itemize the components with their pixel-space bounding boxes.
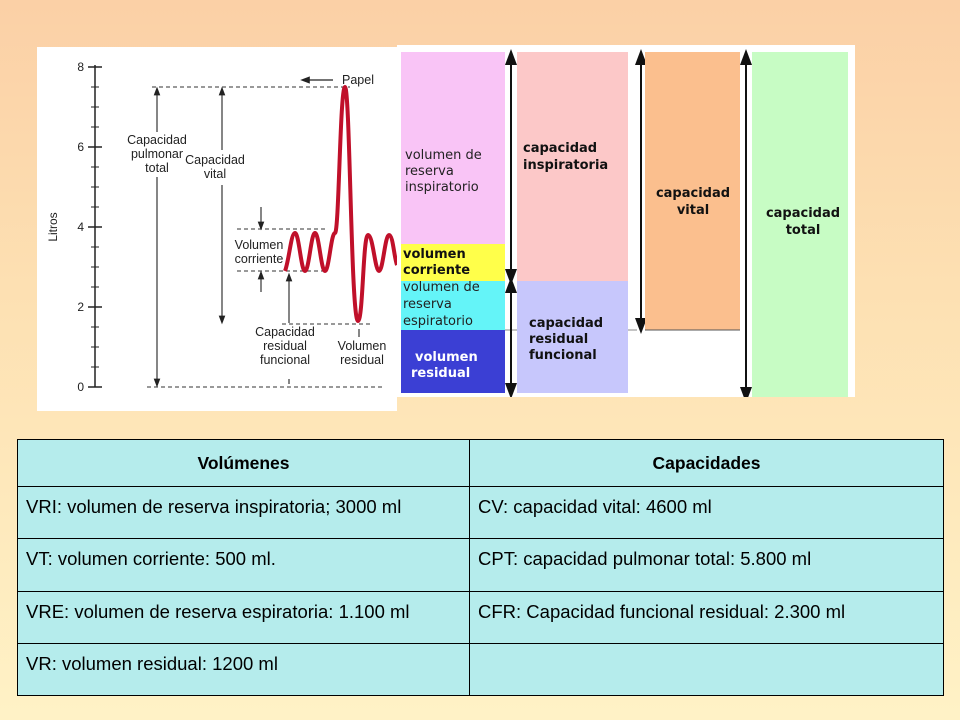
- y-tick-2: 2: [77, 300, 84, 314]
- y-tick-6: 6: [77, 140, 84, 154]
- vc-label: volumen corriente: [403, 247, 470, 278]
- spirogram-svg: 0 2 4 6 8 Litros Papel Capacidad pulmona…: [46, 60, 397, 394]
- table-cell: VRE: volumen de reserva espiratoria: 1.1…: [17, 590, 470, 644]
- header-capacidades: Capacidades: [469, 439, 944, 487]
- table-cell: CFR: Capacidad funcional residual: 2.300…: [469, 590, 944, 644]
- y-axis-label: Litros: [46, 212, 60, 241]
- table-row: VT: volumen corriente: 500 ml. CPT: capa…: [17, 538, 944, 592]
- svg-text:Volumen: Volumen: [338, 339, 387, 353]
- svg-text:inspiratorio: inspiratorio: [405, 180, 479, 195]
- volumes-table-container: Volúmenes Capacidades VRI: volumen de re…: [17, 439, 944, 697]
- table-cell: [469, 642, 944, 697]
- svg-text:Capacidad: Capacidad: [127, 133, 187, 147]
- reference-lines: [147, 86, 382, 388]
- svg-text:corriente: corriente: [235, 252, 284, 266]
- table-row: VRE: volumen de reserva espiratoria: 1.1…: [17, 590, 944, 644]
- table-cell: VRI: volumen de reserva inspiratoria; 30…: [17, 485, 470, 540]
- lung-volumes-diagram: volumen de reserva inspiratorio volumen …: [397, 45, 855, 397]
- ct-block: [752, 52, 848, 397]
- svg-text:Capacidad: Capacidad: [185, 153, 245, 167]
- svg-text:volumen: volumen: [415, 350, 478, 365]
- cv-label: Capacidad vital: [185, 153, 245, 181]
- svg-text:residual: residual: [263, 339, 307, 353]
- spirogram-trace: [283, 85, 397, 323]
- svg-text:residual: residual: [340, 353, 384, 367]
- vre-block: [401, 281, 505, 330]
- ct-label: capacidad total: [766, 206, 840, 238]
- svg-text:Capacidad: Capacidad: [255, 325, 315, 339]
- svg-text:capacidad: capacidad: [523, 141, 597, 156]
- vre-label: volumen de reserva espiratorio: [403, 280, 480, 329]
- svg-text:volumen de: volumen de: [405, 148, 482, 163]
- table-row: VRI: volumen de reserva inspiratoria; 30…: [17, 485, 944, 540]
- y-tick-8: 8: [77, 60, 84, 74]
- svg-text:capacidad: capacidad: [529, 316, 603, 331]
- ci-label: capacidad inspiratoria: [523, 141, 608, 173]
- svg-text:reserva: reserva: [405, 164, 454, 179]
- svg-text:pulmonar: pulmonar: [131, 147, 183, 161]
- vri-block: [401, 52, 505, 244]
- y-tick-0: 0: [77, 380, 84, 394]
- y-axis-ticks: [88, 66, 102, 388]
- spirogram-figure: 0 2 4 6 8 Litros Papel Capacidad pulmona…: [37, 47, 397, 411]
- svg-text:funcional: funcional: [529, 348, 597, 363]
- vr-block: [401, 330, 505, 393]
- svg-text:volumen: volumen: [403, 247, 466, 262]
- svg-text:residual: residual: [529, 332, 588, 347]
- svg-text:reserva: reserva: [403, 297, 452, 312]
- crf-label: capacidad residual funcional: [529, 316, 603, 363]
- vc-label: Volumen corriente: [235, 238, 284, 266]
- table-cell: CV: capacidad vital: 4600 ml: [469, 485, 944, 540]
- cv-label: capacidad vital: [656, 186, 730, 218]
- vr-label: Volumen residual: [338, 339, 387, 367]
- table-cell: VR: volumen residual: 1200 ml: [17, 642, 470, 697]
- svg-text:total: total: [145, 161, 169, 175]
- svg-text:total: total: [786, 223, 821, 238]
- svg-text:volumen de: volumen de: [403, 280, 480, 295]
- svg-text:funcional: funcional: [260, 353, 310, 367]
- lung-volumes-svg: volumen de reserva inspiratorio volumen …: [401, 49, 848, 397]
- table-cell: VT: volumen corriente: 500 ml.: [17, 538, 470, 592]
- svg-text:vital: vital: [204, 167, 226, 181]
- svg-text:espiratorio: espiratorio: [403, 314, 473, 329]
- table-cell: CPT: capacidad pulmonar total: 5.800 ml: [469, 538, 944, 592]
- ci-block: [517, 52, 628, 281]
- svg-text:capacidad: capacidad: [656, 186, 730, 201]
- vc-block: [401, 244, 505, 281]
- header-volumenes: Volúmenes: [17, 439, 470, 487]
- table-header-row: Volúmenes Capacidades: [17, 439, 944, 487]
- crf-label: Capacidad residual funcional: [255, 325, 315, 367]
- svg-text:inspiratoria: inspiratoria: [523, 158, 608, 173]
- y-tick-4: 4: [77, 220, 84, 234]
- vr-label: volumen residual: [411, 350, 478, 381]
- vri-label: volumen de reserva inspiratorio: [405, 148, 482, 195]
- svg-text:capacidad: capacidad: [766, 206, 840, 221]
- cpt-label: Capacidad pulmonar total: [127, 133, 187, 175]
- papel-label: Papel: [342, 73, 374, 87]
- crf-block: [517, 281, 628, 393]
- cv-block: [645, 52, 740, 330]
- svg-text:corriente: corriente: [403, 263, 470, 278]
- table-row: VR: volumen residual: 1200 ml: [17, 642, 944, 697]
- svg-text:vital: vital: [677, 203, 709, 218]
- svg-text:residual: residual: [411, 366, 470, 381]
- volumes-capacities-table: Volúmenes Capacidades VRI: volumen de re…: [17, 439, 944, 697]
- svg-text:Volumen: Volumen: [235, 238, 284, 252]
